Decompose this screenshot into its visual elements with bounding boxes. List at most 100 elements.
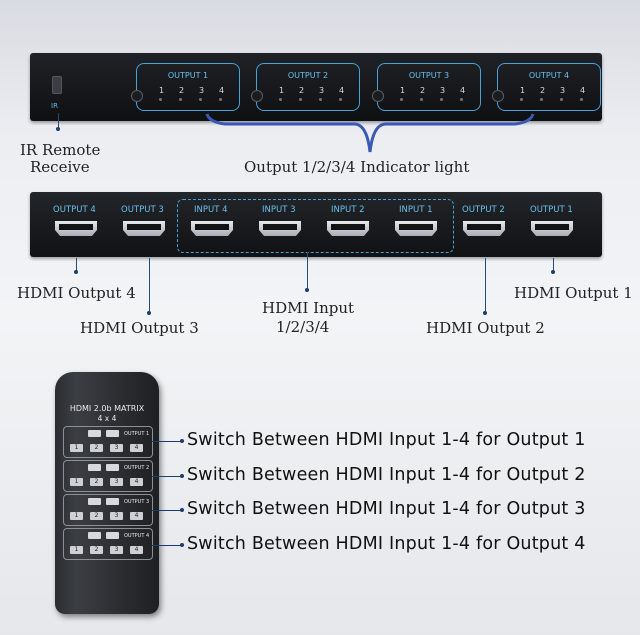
input-leader-line bbox=[307, 252, 308, 290]
remote-title: HDMI 2.0b MATRIX bbox=[69, 404, 145, 413]
indicator-led bbox=[540, 98, 543, 101]
leader-dot bbox=[180, 439, 184, 443]
hdmi-input-label: HDMI Input bbox=[262, 299, 355, 317]
output-1-indicator-group: OUTPUT 1 1 2 3 4 bbox=[131, 63, 240, 111]
hdmi-input-4-port[interactable] bbox=[191, 221, 233, 236]
input-key[interactable]: 2 bbox=[90, 478, 103, 486]
switch-4-leader bbox=[152, 545, 182, 546]
input-key[interactable]: 2 bbox=[90, 444, 103, 452]
leader-dot bbox=[551, 270, 555, 274]
right-arrow-key[interactable] bbox=[106, 532, 119, 539]
hdmi-output-2-label: HDMI Output 2 bbox=[426, 319, 545, 337]
indicator-number: 2 bbox=[299, 86, 305, 95]
hdmi-output-2-port[interactable] bbox=[463, 221, 505, 236]
indicator-number: 1 bbox=[520, 86, 526, 95]
hdmi-input-2-port[interactable] bbox=[327, 221, 369, 236]
switch-3-leader bbox=[152, 510, 182, 511]
hdmi-output-1-port[interactable] bbox=[531, 221, 573, 236]
port-label: INPUT 4 bbox=[194, 205, 228, 215]
input-ports-highlight bbox=[177, 199, 454, 253]
out4-leader-line bbox=[76, 258, 77, 272]
indicator-bracket bbox=[205, 113, 535, 153]
ir-label: IR bbox=[51, 102, 58, 110]
port-label: OUTPUT 4 bbox=[53, 205, 96, 215]
indicator-number: 2 bbox=[179, 86, 185, 95]
hdmi-output-3-port[interactable] bbox=[123, 221, 165, 236]
remote-output-1-section: OUTPUT 1 1 2 3 4 bbox=[63, 426, 153, 458]
switch-output-3-label: Switch Between HDMI Input 1-4 for Output… bbox=[187, 499, 586, 519]
input-key[interactable]: 3 bbox=[110, 444, 123, 452]
output-select-button[interactable] bbox=[131, 90, 143, 102]
port-label: OUTPUT 3 bbox=[121, 205, 164, 215]
port-label: INPUT 1 bbox=[399, 205, 433, 215]
right-arrow-key[interactable] bbox=[106, 430, 119, 437]
input-key[interactable]: 4 bbox=[130, 512, 143, 520]
indicator-number: 1 bbox=[159, 86, 165, 95]
input-key[interactable]: 4 bbox=[130, 444, 143, 452]
indicator-led bbox=[319, 98, 322, 101]
input-key[interactable]: 3 bbox=[110, 512, 123, 520]
switch-output-1-label: Switch Between HDMI Input 1-4 for Output… bbox=[187, 430, 586, 450]
indicator-led bbox=[339, 98, 342, 101]
section-label: OUTPUT 3 bbox=[124, 499, 150, 505]
leader-dot bbox=[180, 474, 184, 478]
hdmi-input-numbers-label: 1/2/3/4 bbox=[276, 318, 330, 336]
output-group-title: OUTPUT 2 bbox=[287, 71, 329, 80]
indicator-led bbox=[279, 98, 282, 101]
hdmi-output-3-label: HDMI Output 3 bbox=[80, 319, 199, 337]
input-key[interactable]: 3 bbox=[110, 546, 123, 554]
indicator-number: 1 bbox=[279, 86, 285, 95]
indicator-led bbox=[400, 98, 403, 101]
front-panel bbox=[30, 53, 602, 121]
output-select-button[interactable] bbox=[251, 90, 263, 102]
left-arrow-key[interactable] bbox=[88, 532, 101, 539]
indicator-number: 4 bbox=[219, 86, 225, 95]
output-group-title: OUTPUT 1 bbox=[167, 71, 209, 80]
hdmi-input-1-port[interactable] bbox=[395, 221, 437, 236]
hdmi-output-1-label: HDMI Output 1 bbox=[514, 284, 633, 302]
left-arrow-key[interactable] bbox=[88, 498, 101, 505]
indicator-led bbox=[159, 98, 162, 101]
remote-output-2-section: OUTPUT 2 1 2 3 4 bbox=[63, 460, 153, 492]
hdmi-input-3-port[interactable] bbox=[259, 221, 301, 236]
port-label: OUTPUT 1 bbox=[530, 205, 573, 215]
port-label: OUTPUT 2 bbox=[462, 205, 505, 215]
output-select-button[interactable] bbox=[492, 90, 504, 102]
input-key[interactable]: 2 bbox=[90, 546, 103, 554]
hdmi-output-4-port[interactable] bbox=[55, 221, 97, 236]
input-key[interactable]: 4 bbox=[130, 478, 143, 486]
section-label: OUTPUT 1 bbox=[124, 431, 150, 437]
input-key[interactable]: 2 bbox=[90, 512, 103, 520]
indicator-number: 3 bbox=[440, 86, 446, 95]
output-group-title: OUTPUT 4 bbox=[528, 71, 570, 80]
output-3-indicator-group: OUTPUT 3 1 2 3 4 bbox=[372, 63, 481, 111]
output-2-indicator-group: OUTPUT 2 1 2 3 4 bbox=[251, 63, 360, 111]
input-key[interactable]: 4 bbox=[130, 546, 143, 554]
leader-dot bbox=[305, 288, 309, 292]
indicator-led bbox=[580, 98, 583, 101]
right-arrow-key[interactable] bbox=[106, 464, 119, 471]
indicator-number: 3 bbox=[199, 86, 205, 95]
leader-dot bbox=[74, 270, 78, 274]
output-group-title: OUTPUT 3 bbox=[408, 71, 450, 80]
indicator-led bbox=[560, 98, 563, 101]
indicator-light-label: Output 1/2/3/4 Indicator light bbox=[244, 158, 470, 176]
input-key[interactable]: 1 bbox=[70, 478, 83, 486]
input-key[interactable]: 1 bbox=[70, 512, 83, 520]
input-key[interactable]: 3 bbox=[110, 478, 123, 486]
right-arrow-key[interactable] bbox=[106, 498, 119, 505]
left-arrow-key[interactable] bbox=[88, 430, 101, 437]
indicator-number: 3 bbox=[319, 86, 325, 95]
hdmi-output-4-label: HDMI Output 4 bbox=[17, 284, 136, 302]
input-key[interactable]: 1 bbox=[70, 546, 83, 554]
left-arrow-key[interactable] bbox=[88, 464, 101, 471]
ir-remote-control bbox=[55, 372, 159, 614]
indicator-led bbox=[179, 98, 182, 101]
leader-dot bbox=[180, 508, 184, 512]
remote-output-4-section: OUTPUT 4 1 2 3 4 bbox=[63, 528, 153, 560]
indicator-number: 2 bbox=[420, 86, 426, 95]
input-key[interactable]: 1 bbox=[70, 444, 83, 452]
ir-receive-label: Receive bbox=[30, 158, 90, 176]
output-select-button[interactable] bbox=[372, 90, 384, 102]
leader-dot bbox=[56, 127, 60, 131]
